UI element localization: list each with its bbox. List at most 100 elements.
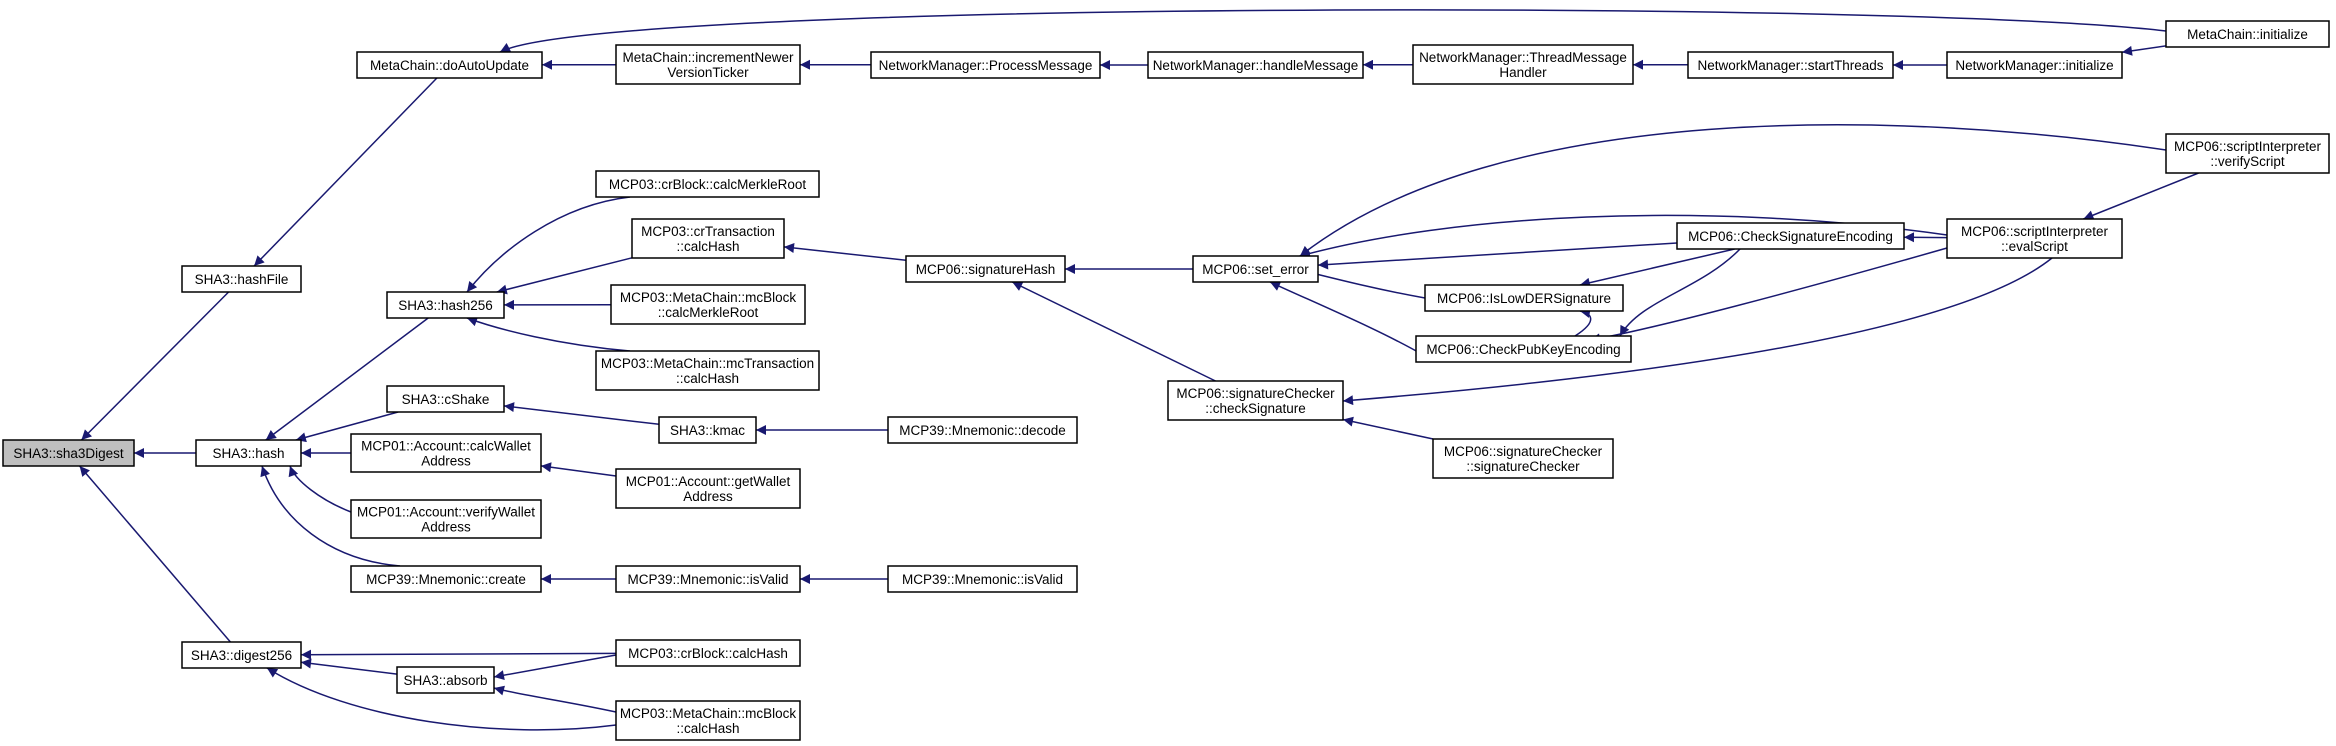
node-label: MCP06::scriptInterpreter [2174, 139, 2322, 154]
node-absorb[interactable]: SHA3::absorb [396, 666, 495, 694]
node-label: SHA3::sha3Digest [13, 446, 124, 461]
node-label: MCP01::Account::getWallet [626, 474, 791, 489]
node-label: MCP06::signatureChecker [1176, 386, 1335, 401]
node-cshake[interactable]: SHA3::cShake [386, 385, 505, 413]
node-mncreate[interactable]: MCP39::Mnemonic::create [350, 565, 542, 593]
node-label: ::checkSignature [1205, 401, 1306, 416]
node-label: MCP06::signatureHash [916, 262, 1056, 277]
node-processmessage[interactable]: NetworkManager::ProcessMessage [870, 51, 1101, 79]
node-box [1946, 218, 2123, 259]
node-box [1192, 255, 1319, 283]
node-label: MCP01::Account::calcWallet [361, 439, 531, 454]
node-label: MCP39::Mnemonic::create [366, 572, 526, 587]
node-label: SHA3::cShake [402, 392, 490, 407]
node-label: NetworkManager::handleMessage [1153, 58, 1359, 73]
node-mcblockmerkle[interactable]: MCP03::MetaChain::mcBlock::calcMerkleRoo… [610, 284, 806, 325]
node-box [615, 700, 801, 741]
node-label: MCP06::CheckPubKeyEncoding [1426, 342, 1620, 357]
edge-cshake-to-hash [295, 411, 399, 443]
node-evalscript[interactable]: MCP06::scriptInterpreter::evalScript [1946, 218, 2123, 259]
node-label: ::calcHash [676, 239, 739, 254]
node-box [2165, 20, 2330, 48]
node-box [181, 265, 302, 293]
node-startthreads[interactable]: NetworkManager::startThreads [1687, 51, 1894, 79]
node-mctxcalchash[interactable]: MCP03::MetaChain::mcTransaction::calcHas… [595, 350, 820, 391]
edge-getwallet-to-calcwallet [540, 462, 617, 477]
node-label: MCP06::CheckSignatureEncoding [1688, 229, 1893, 244]
node-label: MCP39::Mnemonic::isValid [902, 572, 1063, 587]
node-label: MCP39::Mnemonic::isValid [627, 572, 788, 587]
node-label: ::calcHash [676, 721, 739, 736]
node-crblockcalchash[interactable]: MCP03::crBlock::calcHash [615, 639, 801, 667]
node-box [2165, 133, 2330, 174]
node-label: Address [421, 454, 471, 469]
node-box [1687, 51, 1894, 79]
node-crtxcalchash[interactable]: MCP03::crTransaction::calcHash [631, 218, 785, 259]
node-box [181, 641, 302, 669]
node-label: MetaChain::doAutoUpdate [370, 58, 529, 73]
edge-checkpubkey-to-islowder [1574, 308, 1592, 337]
edge-absorb-to-digest256 [300, 658, 398, 675]
node-box [1147, 51, 1364, 79]
node-box [396, 666, 495, 694]
edge-checksigenc-to-islowder [1579, 248, 1735, 288]
edge-mctxcalchash-to-hash256 [466, 316, 631, 352]
node-box [615, 468, 801, 509]
node-label: MCP03::MetaChain::mcBlock [620, 706, 797, 721]
edge-crblockcalchash-to-absorb [493, 654, 617, 681]
node-box [595, 170, 820, 198]
node-sigchecker[interactable]: MCP06::signatureChecker::signatureChecke… [1432, 438, 1614, 479]
node-sighash[interactable]: MCP06::signatureHash [905, 255, 1066, 283]
node-box [610, 284, 806, 325]
node-sha3digest[interactable]: SHA3::sha3Digest [2, 439, 135, 467]
node-label: NetworkManager::ThreadMessage [1419, 50, 1627, 65]
node-verifyscript[interactable]: MCP06::scriptInterpreter::verifyScript [2165, 133, 2330, 174]
node-box [386, 291, 505, 319]
node-box [1412, 44, 1634, 85]
node-mcblockcalchash[interactable]: MCP03::MetaChain::mcBlock::calcHash [615, 700, 801, 741]
edge-kmac-to-cshake [503, 402, 660, 426]
node-seterror[interactable]: MCP06::set_error [1192, 255, 1319, 283]
node-hash256[interactable]: SHA3::hash256 [386, 291, 505, 319]
node-label: SHA3::hash256 [398, 298, 493, 313]
node-label: MCP01::Account::verifyWallet [357, 505, 535, 520]
node-label: NetworkManager::initialize [1955, 58, 2113, 73]
edge-checksigenc-to-seterror [1317, 242, 1678, 270]
node-box [615, 639, 801, 667]
node-digest256[interactable]: SHA3::digest256 [181, 641, 302, 669]
node-isvalid1[interactable]: MCP39::Mnemonic::isValid [615, 565, 801, 593]
node-checksignature[interactable]: MCP06::signatureChecker::checkSignature [1167, 380, 1344, 421]
node-crblockmerkle[interactable]: MCP03::crBlock::calcMerkleRoot [595, 170, 820, 198]
node-kmac[interactable]: SHA3::kmac [658, 416, 757, 444]
node-hashfile[interactable]: SHA3::hashFile [181, 265, 302, 293]
node-label: MCP06::scriptInterpreter [1961, 224, 2109, 239]
node-checkpubkey[interactable]: MCP06::CheckPubKeyEncoding [1415, 335, 1632, 363]
edge-crtxcalchash-to-hash256 [496, 257, 633, 295]
edge-sigchecker-to-checksignature [1342, 416, 1434, 440]
node-label: Address [421, 520, 471, 535]
node-handlemessage[interactable]: NetworkManager::handleMessage [1147, 51, 1364, 79]
node-hash[interactable]: SHA3::hash [195, 439, 302, 467]
node-checksigenc[interactable]: MCP06::CheckSignatureEncoding [1676, 222, 1905, 250]
node-box [350, 565, 542, 593]
node-label: ::calcHash [676, 371, 739, 386]
node-label: MCP03::crBlock::calcHash [628, 646, 788, 661]
node-islowder[interactable]: MCP06::IsLowDERSignature [1424, 284, 1624, 312]
edge-mncreate-to-hash [260, 465, 401, 567]
node-isvalid2[interactable]: MCP39::Mnemonic::isValid [887, 565, 1078, 593]
node-mcinit[interactable]: MetaChain::initialize [2165, 20, 2330, 48]
node-box [356, 51, 543, 79]
node-doautoupdate[interactable]: MetaChain::doAutoUpdate [356, 51, 543, 79]
node-decode[interactable]: MCP39::Mnemonic::decode [887, 416, 1078, 444]
edge-checksigenc-to-checkpubkey [1619, 248, 1741, 337]
node-label: MCP03::crBlock::calcMerkleRoot [609, 177, 807, 192]
node-nminit[interactable]: NetworkManager::initialize [1946, 51, 2123, 79]
edge-checksignature-to-sighash [1011, 281, 1216, 382]
edge-verifywallet-to-hash [288, 465, 352, 513]
